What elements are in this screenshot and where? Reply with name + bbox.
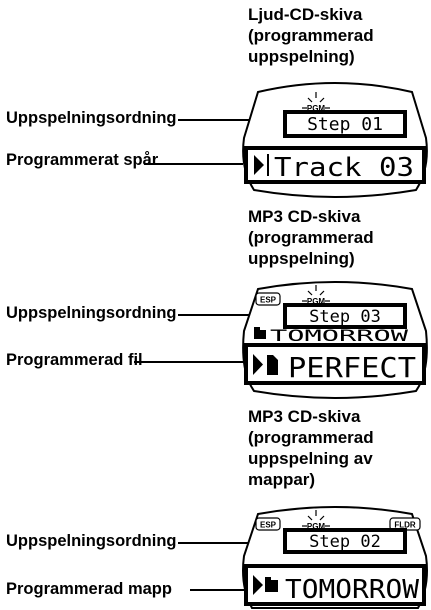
folder-text: TOMORROW: [285, 575, 419, 605]
section-2-heading: MP3 CD-skiva (programmerad uppspelning): [248, 207, 374, 268]
step-box: [283, 110, 407, 138]
fldr-text: FLDR: [394, 521, 416, 530]
pgm-text: PGM: [307, 522, 326, 531]
section-1-heading: Ljud-CD-skiva (programmerad uppspelning): [248, 5, 374, 66]
lcd-display-mp3-file: ESP PGM Step 03 TOMORROW PERFECT: [240, 281, 430, 401]
track-box: [244, 146, 426, 184]
lcd-display-audio-cd: PGM Step 01 Track 03: [240, 78, 430, 198]
programmed-folder-label: Programmerad mapp: [6, 580, 172, 598]
folder-icon: [254, 327, 266, 339]
esp-badge: [255, 292, 281, 306]
folder-icon: [265, 577, 278, 592]
playback-order-label: Uppspelningsordning: [6, 304, 177, 322]
lcd-display-mp3-folder: ESP PGM FLDR Step 02 TOMORROW: [240, 506, 430, 610]
esp-text: ESP: [260, 296, 277, 305]
programmed-track-label: Programmerat spår: [6, 151, 159, 169]
leader-line: [134, 361, 244, 363]
play-icon: [253, 575, 263, 595]
folder-text: TOMORROW: [270, 326, 409, 345]
step-text: Step 01: [307, 114, 383, 135]
esp-badge: [255, 517, 281, 531]
track-text: Track 03: [274, 153, 414, 183]
playback-order-label: Uppspelningsordning: [6, 532, 177, 550]
file-text: PERFECT: [288, 351, 416, 384]
pgm-text: PGM: [307, 297, 326, 306]
leader-line: [178, 542, 282, 544]
leader-line: [190, 589, 244, 591]
step-box: [283, 303, 407, 329]
section-3-heading: MP3 CD-skiva (programmerad uppspelning a…: [248, 407, 374, 489]
pgm-indicator: [302, 510, 330, 527]
step-box: [283, 528, 407, 554]
leader-line: [178, 119, 282, 121]
step-text: Step 02: [309, 532, 381, 552]
pgm-text: PGM: [307, 104, 326, 113]
file-icon: [267, 355, 278, 375]
playback-order-label: Uppspelningsordning: [6, 109, 177, 127]
pgm-indicator: [302, 285, 330, 302]
programmed-file-label: Programmerad fil: [6, 351, 143, 369]
step-text: Step 03: [309, 307, 381, 327]
esp-text: ESP: [260, 521, 277, 530]
play-icon: [253, 354, 263, 375]
play-icon: [254, 155, 264, 175]
leader-line: [144, 163, 243, 165]
pgm-indicator: [302, 92, 330, 109]
leader-line: [178, 314, 282, 316]
